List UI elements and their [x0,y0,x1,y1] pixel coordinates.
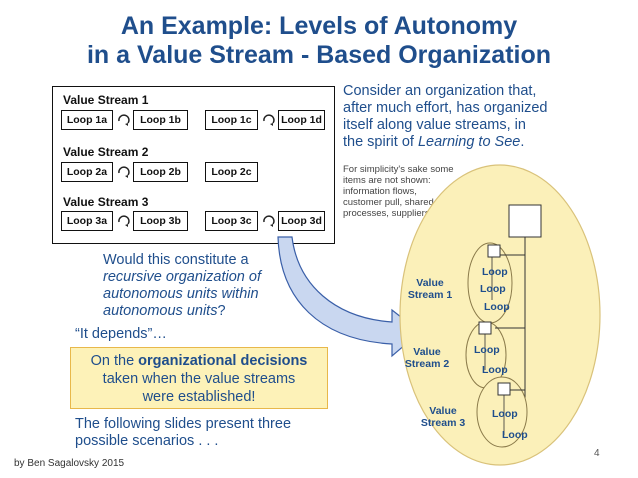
loop-2b: Loop 2b [133,162,188,182]
footer-credit: by Ben Sagalovsky 2015 [14,458,125,469]
value-streams-box: Value Stream 1 Loop 1a Loop 1b Loop 1c L… [52,86,335,244]
loop-1c: Loop 1c [205,110,258,130]
slide-title: An Example: Levels of Autonomy in a Valu… [0,12,638,70]
intro-line-4: the spirit of Learning to See. [343,134,525,150]
learning-to-see-title: Learning to See [417,134,521,150]
org-stream-3-label: Value Stream 3 [420,405,466,429]
cycle-arrow-icon [118,215,130,227]
intro-text: Consider an organization that, after muc… [343,83,633,151]
stream-3-box [497,382,511,396]
page-number: 4 [594,448,600,459]
title-line-2: in a Value Stream - Based Organization [86,41,552,69]
curved-arrow [277,236,421,358]
loop-3a: Loop 3a [61,211,113,231]
stream-3-ellipse [476,376,528,448]
question-text: Would this constitute a recursive organi… [103,252,261,319]
decision-line-3: were established! [142,389,256,405]
stream-1-box [487,244,501,258]
organization-head-box [508,204,542,238]
cycle-arrow-icon [263,114,275,126]
title-line-1: An Example: Levels of Autonomy [120,12,518,40]
loop-3d: Loop 3d [278,211,325,231]
intro-line-3: itself along value streams, in [343,117,526,133]
value-stream-3-label: Value Stream 3 [63,195,149,209]
it-depends-text: “It depends”… [75,326,167,342]
intro-line-1: Consider an organization that, [343,83,537,99]
value-stream-1-label: Value Stream 1 [63,93,149,107]
loop-1b: Loop 1b [133,110,188,130]
decision-line-1: On the organizational decisions [90,353,308,369]
following-text: The following slides present three possi… [75,416,292,449]
cycle-arrow-icon [263,215,275,227]
loop-2c: Loop 2c [205,162,258,182]
org-loop-label: Loop [492,408,518,420]
loop-3b: Loop 3b [133,211,188,231]
cycle-arrow-icon [118,166,130,178]
org-loop-label: Loop [474,344,500,356]
org-loop-label: Loop [502,429,528,441]
org-stream-2-label: Value Stream 2 [404,346,450,370]
decision-line-2: taken when the value streams [102,371,296,387]
org-loop-label: Loop [480,283,506,295]
org-loop-label: Loop [482,266,508,278]
value-stream-2-label: Value Stream 2 [63,145,149,159]
org-loop-label: Loop [484,301,510,313]
stream-2-box [478,321,492,335]
simplicity-note: For simplicity's sake some items are not… [343,164,454,219]
loop-3c: Loop 3c [205,211,258,231]
org-stream-1-label: Value Stream 1 [407,277,453,301]
cycle-arrow-icon [118,114,130,126]
loop-2a: Loop 2a [61,162,113,182]
loop-1d: Loop 1d [278,110,325,130]
decision-note-box: On the organizational decisions taken wh… [70,347,328,409]
intro-line-2: after much effort, has organized [343,100,548,116]
org-loop-label: Loop [482,364,508,376]
loop-1a: Loop 1a [61,110,113,130]
